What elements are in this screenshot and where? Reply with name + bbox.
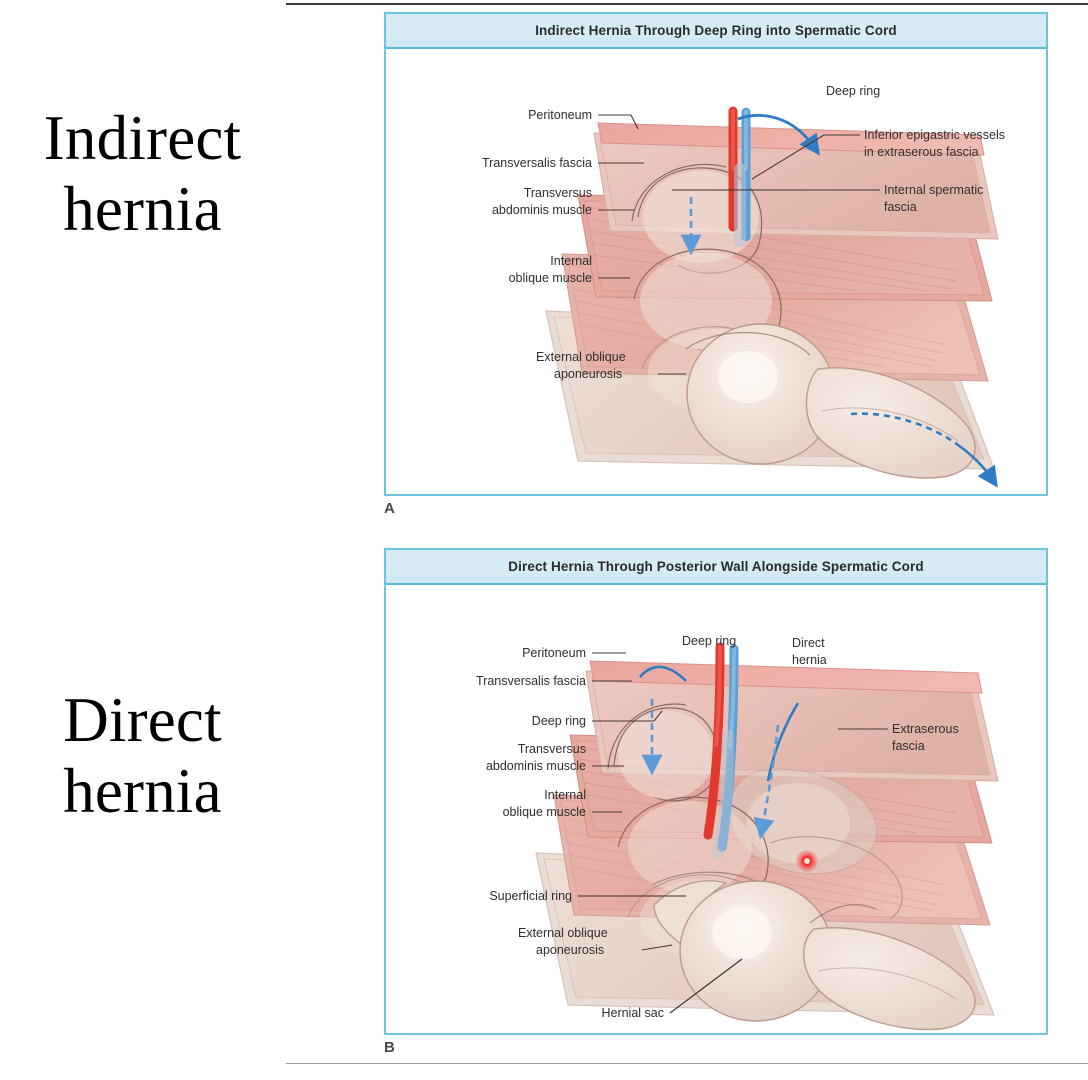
label-direct-hernia-line2-b: hernia bbox=[792, 653, 827, 667]
label-external-oblique-line2-b: aponeurosis bbox=[536, 943, 604, 957]
label-hernial-sac-b: Hernial sac bbox=[601, 1006, 664, 1020]
label-transversalis-fascia-a: Transversalis fascia bbox=[482, 156, 592, 170]
figure-panel-b: Direct Hernia Through Posterior Wall Alo… bbox=[384, 548, 1048, 1035]
direct-hernia-diagram: Peritoneum Transversalis fascia Deep rin… bbox=[476, 634, 999, 1031]
label-external-oblique-line2-a: aponeurosis bbox=[554, 367, 622, 381]
label-transversus-abdominis-line2-b: abdominis muscle bbox=[486, 759, 586, 773]
label-superficial-ring-b: Superficial ring bbox=[489, 889, 572, 903]
bottom-divider-rule bbox=[286, 1063, 1088, 1064]
label-internal-oblique-line2-b: oblique muscle bbox=[503, 805, 586, 819]
label-inferior-epigastric-line2-a: in extraserous fascia bbox=[864, 145, 979, 159]
label-deep-ring-left-b: Deep ring bbox=[532, 714, 586, 728]
label-peritoneum-b: Peritoneum bbox=[522, 646, 586, 660]
label-internal-oblique-line1-a: Internal bbox=[550, 254, 592, 268]
panel-a-illustration: Peritoneum Transversalis fascia Transver… bbox=[386, 49, 1046, 494]
label-transversus-abdominis-line1-a: Transversus bbox=[524, 186, 592, 200]
panel-b-title: Direct Hernia Through Posterior Wall Alo… bbox=[386, 550, 1046, 585]
label-extraserous-fascia-line2-b: fascia bbox=[892, 739, 925, 753]
figure-panel-a: Indirect Hernia Through Deep Ring into S… bbox=[384, 12, 1048, 496]
panel-b-illustration: Peritoneum Transversalis fascia Deep rin… bbox=[386, 585, 1046, 1033]
label-internal-oblique-line2-a: oblique muscle bbox=[509, 271, 592, 285]
indirect-hernia-diagram: Peritoneum Transversalis fascia Transver… bbox=[482, 84, 1005, 488]
label-internal-spermatic-line1-a: Internal spermatic bbox=[884, 183, 983, 197]
label-extraserous-fascia-line1-b: Extraserous bbox=[892, 722, 959, 736]
label-deep-ring-top-b: Deep ring bbox=[682, 634, 736, 648]
panel-b-letter: B bbox=[384, 1039, 395, 1056]
label-transversus-abdominis-line1-b: Transversus bbox=[518, 742, 586, 756]
panel-a-title: Indirect Hernia Through Deep Ring into S… bbox=[386, 14, 1046, 49]
label-internal-oblique-line1-b: Internal bbox=[544, 788, 586, 802]
top-divider-rule bbox=[286, 3, 1088, 5]
label-transversus-abdominis-line2-a: abdominis muscle bbox=[492, 203, 592, 217]
label-external-oblique-line1-b: External oblique bbox=[518, 926, 608, 940]
label-transversalis-fascia-b: Transversalis fascia bbox=[476, 674, 586, 688]
label-internal-spermatic-line2-a: fascia bbox=[884, 200, 917, 214]
label-external-oblique-line1-a: External oblique bbox=[536, 350, 626, 364]
panel-a-letter: A bbox=[384, 500, 395, 517]
label-inferior-epigastric-line1-a: Inferior epigastric vessels bbox=[864, 128, 1005, 142]
label-direct-hernia-line1-b: Direct bbox=[792, 636, 825, 650]
label-peritoneum-a: Peritoneum bbox=[528, 108, 592, 122]
label-deep-ring-a: Deep ring bbox=[826, 84, 880, 98]
